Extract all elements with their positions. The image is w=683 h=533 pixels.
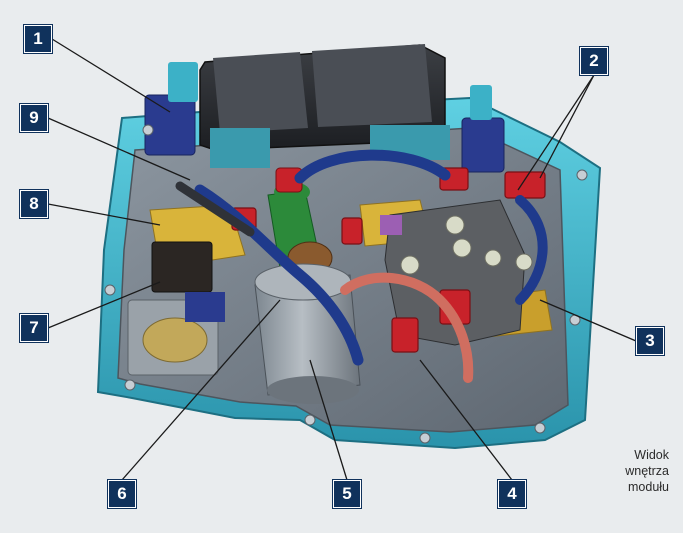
leader-line-9 bbox=[47, 117, 191, 181]
callout-4: 4 bbox=[498, 480, 526, 508]
leader-line-1 bbox=[51, 38, 171, 113]
blue-wires bbox=[175, 149, 548, 366]
callout-3: 3 bbox=[636, 327, 664, 355]
leader-line-2-b bbox=[517, 74, 595, 191]
leader-line-5 bbox=[309, 359, 348, 481]
caption-line-2: wnętrza bbox=[625, 464, 669, 478]
callout-2: 2 bbox=[580, 47, 608, 75]
callout-1: 1 bbox=[24, 25, 52, 53]
leader-line-3 bbox=[539, 299, 637, 342]
callout-6: 6 bbox=[108, 480, 136, 508]
caption-line-3: modułu bbox=[628, 480, 669, 494]
callout-9: 9 bbox=[20, 104, 48, 132]
callout-5: 5 bbox=[333, 480, 361, 508]
caption-line-1: Widok bbox=[634, 448, 669, 462]
leader-line-2 bbox=[539, 74, 595, 179]
leader-line-6 bbox=[121, 299, 281, 481]
leader-line-8 bbox=[47, 203, 161, 226]
leader-line-7 bbox=[47, 281, 161, 329]
callout-8: 8 bbox=[20, 190, 48, 218]
leader-lines bbox=[47, 38, 637, 481]
caption: Widok wnętrza modułu bbox=[579, 447, 669, 495]
leader-line-4 bbox=[419, 359, 513, 481]
callout-7: 7 bbox=[20, 314, 48, 342]
